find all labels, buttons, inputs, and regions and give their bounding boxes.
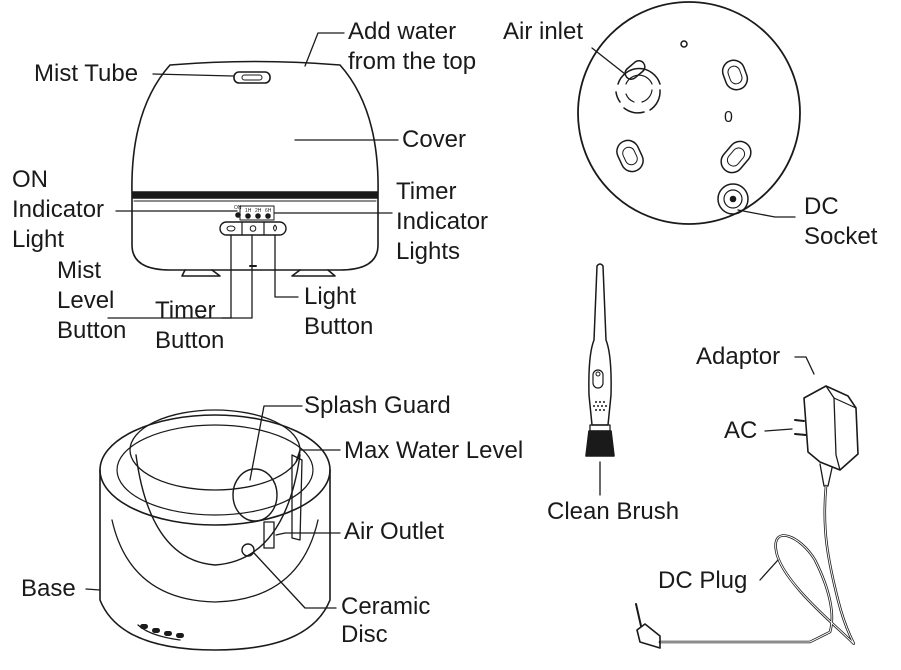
clean-brush-drawing (585, 263, 615, 496)
label-max-water-level: Max Water Level (344, 437, 524, 464)
bottom-leaders (591, 47, 796, 218)
label-light-button-2: Button (304, 313, 374, 340)
label-timer-indicator-2: Indicator (396, 208, 489, 235)
splash-guard-shape (232, 468, 278, 522)
label-dc-socket-1: DC (804, 193, 839, 220)
timer-led-3-icon (265, 213, 271, 219)
label-add-water-2: from the top (348, 48, 477, 75)
label-air-outlet: Air Outlet (344, 518, 445, 545)
label-adaptor: Adaptor (696, 343, 781, 370)
label-mist-tube: Mist Tube (34, 60, 139, 87)
label-timer-indicator-3: Lights (396, 238, 461, 265)
air-inlet-grille (615, 60, 661, 114)
cover-band (132, 191, 378, 199)
button-strip (219, 221, 287, 236)
label-mist-level-1: Mist (57, 257, 101, 284)
label-timer-button-2: Button (155, 327, 225, 354)
label-on-1: ON (12, 166, 48, 193)
label-ceramic-2: Disc (341, 621, 388, 648)
diffuser-leaders (107, 32, 399, 319)
timer-led-1-icon (245, 213, 251, 219)
panel-mark-1h: 1H (245, 208, 252, 214)
label-base: Base (21, 575, 76, 602)
label-on-2: Indicator (12, 196, 105, 223)
bottom-view (577, 1, 801, 225)
label-on-3: Light (12, 226, 65, 253)
foot-pads (616, 59, 752, 174)
label-light-button-1: Light (304, 283, 357, 310)
label-ac: AC (724, 417, 758, 444)
brush-bristles (585, 430, 615, 457)
label-mist-level-3: Button (57, 317, 127, 344)
label-air-inlet: Air inlet (503, 18, 584, 45)
label-dc-plug: DC Plug (658, 567, 748, 594)
dc-socket-port (717, 183, 749, 215)
label-dc-socket-2: Socket (804, 223, 878, 250)
mist-drop-icon (226, 225, 236, 232)
base-drawing (99, 409, 331, 651)
label-add-water-1: Add water (348, 18, 457, 45)
label-ceramic-1: Ceramic (341, 593, 431, 620)
bottom-mark: 0 (724, 109, 733, 126)
base-controls (137, 624, 184, 641)
diffuser-body (131, 60, 379, 277)
mist-tube-opening (233, 71, 271, 84)
on-led-icon (235, 212, 241, 218)
adaptor-leaders (759, 356, 815, 581)
panel-mark-6h: 6H (265, 208, 272, 214)
label-mist-level-2: Level (57, 287, 115, 314)
dc-plug-head (636, 623, 661, 649)
label-cover: Cover (402, 126, 467, 153)
label-timer-button-1: Timer (155, 297, 216, 324)
label-splash-guard: Splash Guard (304, 392, 451, 419)
panel-mark-2h: 2H (255, 208, 262, 214)
light-bulb-icon (273, 224, 277, 232)
control-panel (219, 205, 287, 267)
panel-mark-on: ON (234, 205, 242, 211)
label-clean-brush: Clean Brush (547, 498, 680, 525)
adaptor-drawing (635, 385, 859, 649)
label-timer-indicator-1: Timer (396, 178, 457, 205)
timer-led-2-icon (255, 213, 261, 219)
base-leaders (85, 405, 341, 609)
timer-clock-icon (249, 225, 257, 232)
